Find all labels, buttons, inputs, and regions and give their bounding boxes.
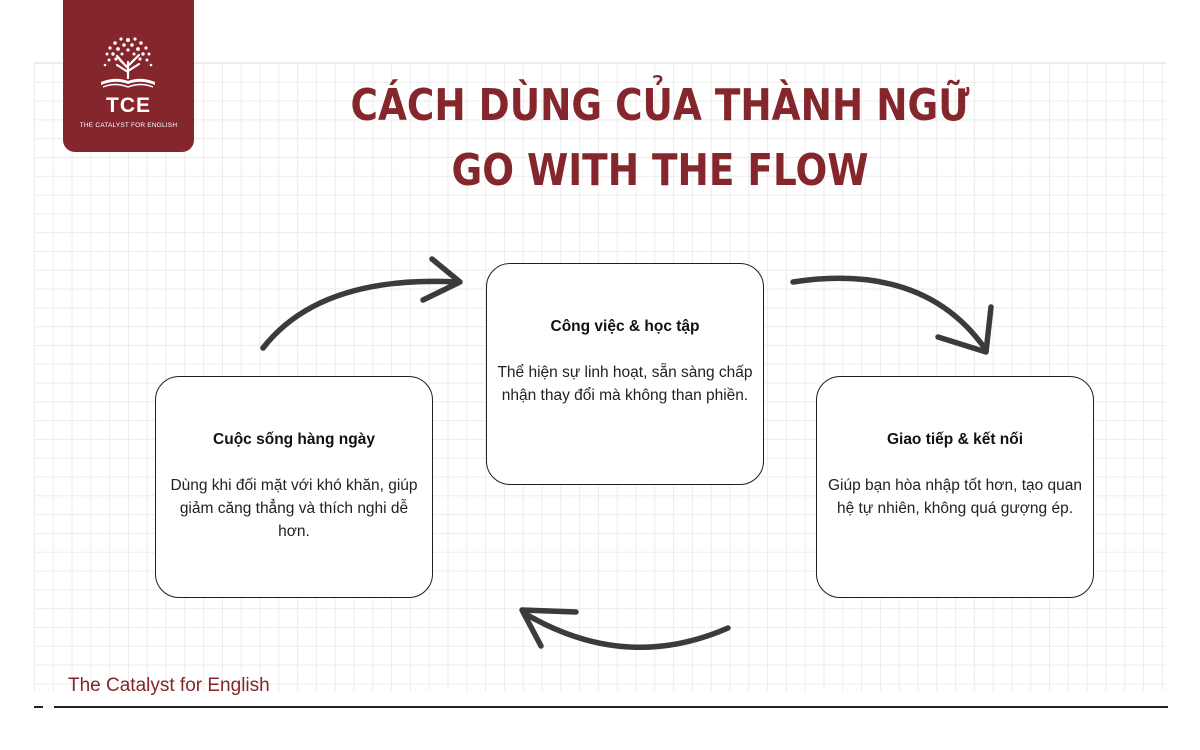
card-description: Giúp bạn hòa nhập tốt hơn, tạo quan hệ t… <box>827 477 1083 517</box>
logo-mark: TCE <box>106 94 151 117</box>
title-line-1: CÁCH DÙNG CỦA THÀNH NGỮ <box>350 80 970 131</box>
footer-divider-short <box>34 706 43 708</box>
title-line-2: GO WITH THE FLOW <box>451 145 869 196</box>
card-description: Thể hiện sự linh hoạt, sẵn sàng chấp nhậ… <box>497 364 753 404</box>
tree-book-icon <box>101 37 155 88</box>
arrow-head-icon <box>935 304 994 355</box>
card-description: Dùng khi đối mặt với khó khăn, giúp giảm… <box>170 477 418 540</box>
curved-arrow-icon <box>260 278 460 351</box>
brand-logo: TCE THE CATALYST FOR ENGLISH <box>63 0 194 152</box>
card-communication: Giao tiếp & kết nối Giúp bạn hòa nhập tố… <box>816 376 1094 598</box>
card-daily-life: Cuộc sống hàng ngày Dùng khi đối mặt với… <box>155 376 433 598</box>
card-title: Giao tiếp & kết nối <box>886 431 1024 448</box>
card-title: Cuộc sống hàng ngày <box>213 431 375 448</box>
card-title: Công việc & học tập <box>550 318 700 335</box>
logo-tagline: THE CATALYST FOR ENGLISH <box>79 122 178 129</box>
card-work-study: Công việc & học tập Thể hiện sự linh hoạ… <box>486 263 764 485</box>
footer-divider <box>54 706 1168 708</box>
curved-arrow-icon <box>790 275 989 353</box>
arrow-head-icon <box>519 607 579 649</box>
arrow-head-icon <box>420 256 463 303</box>
curved-arrow-icon <box>521 610 731 650</box>
footer-brand: The Catalyst for English <box>68 675 270 696</box>
